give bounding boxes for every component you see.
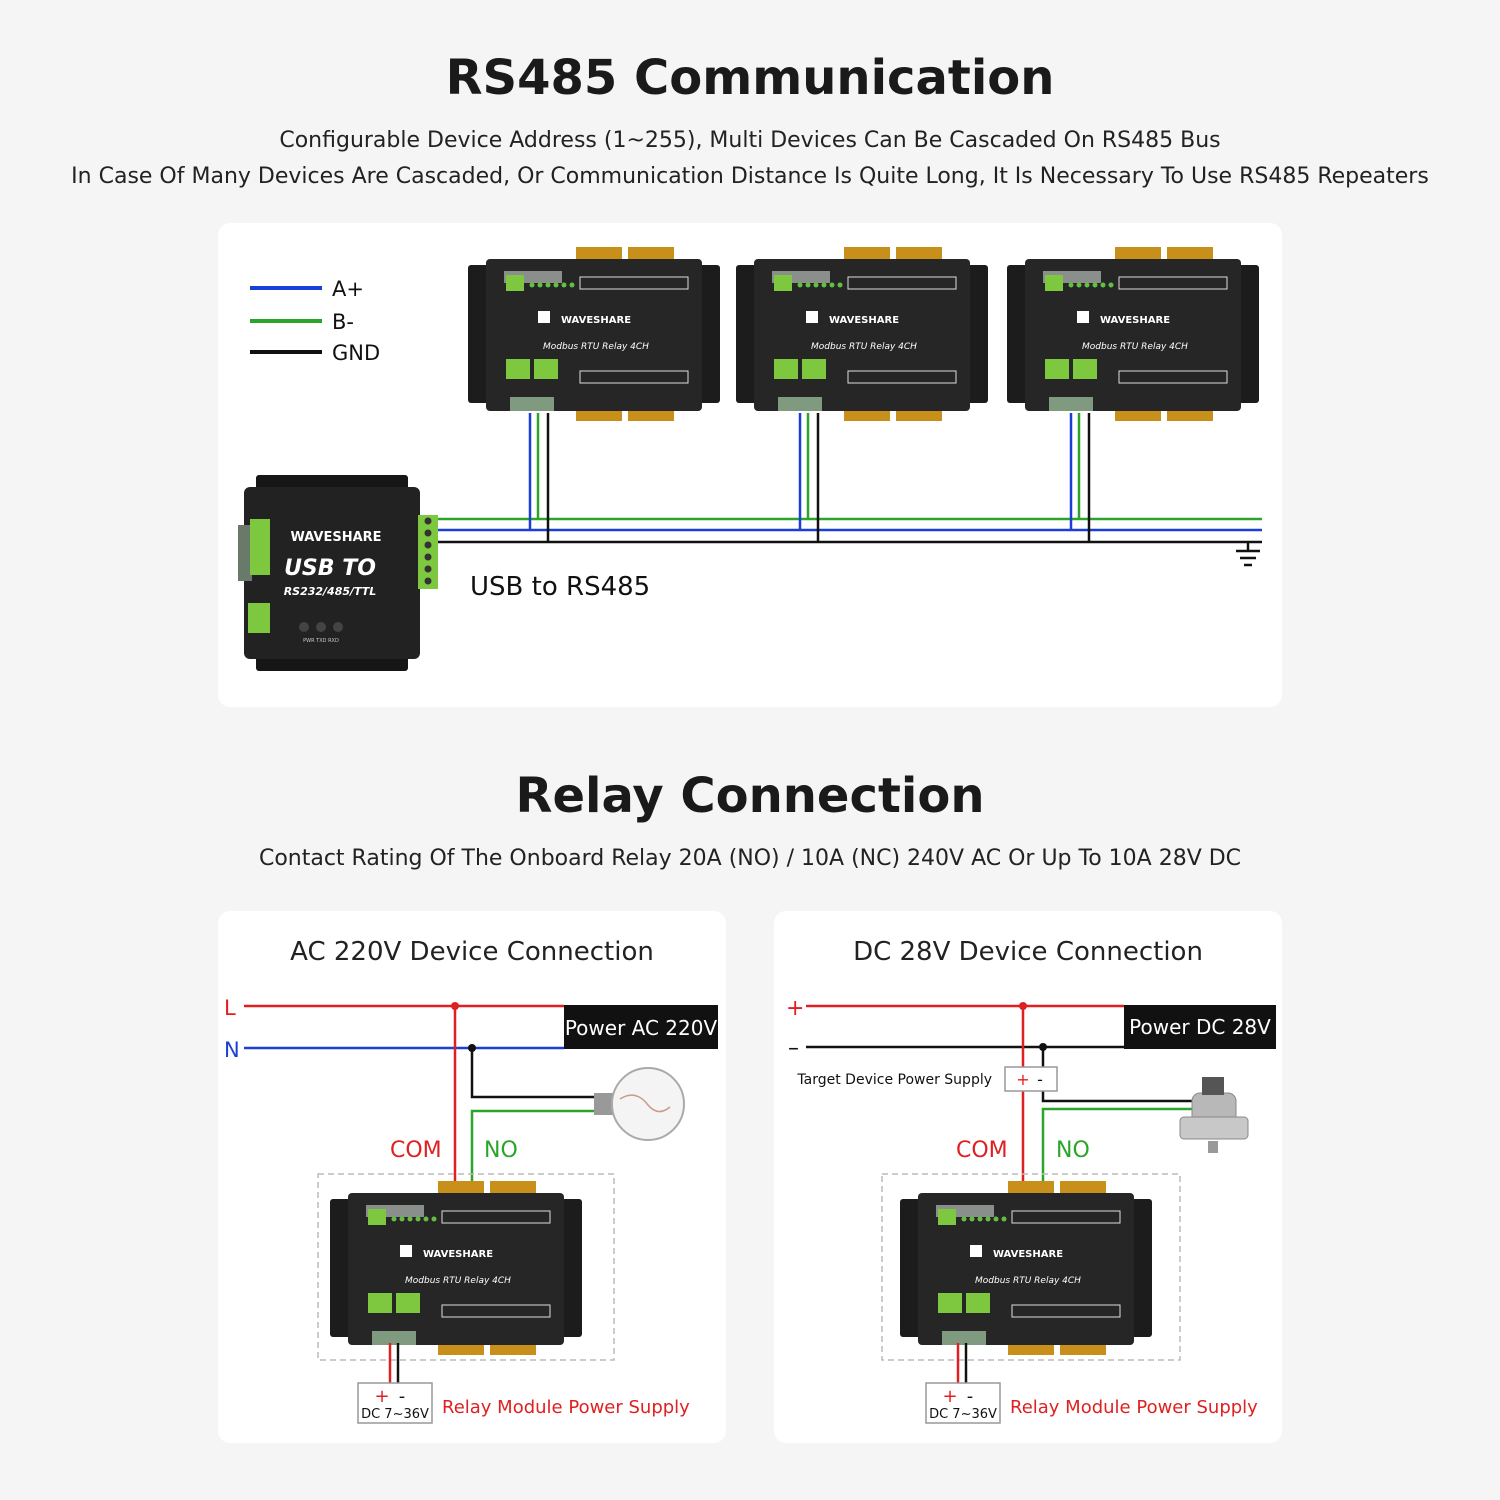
relay-subtitle: Contact Rating Of The Onboard Relay 20A … [258,846,1242,871]
rs485-diagram-panel: A+ B- GND WAVESHA [218,223,1282,707]
no-label: NO [1056,1138,1090,1163]
no-wire [470,1109,596,1183]
target-supply-box [1004,1066,1058,1092]
target-supply-label: Target Device Power Supply [796,1072,992,1088]
relay-module-3: WAVESHARE Modbus RTU Relay 4CH [1006,246,1260,422]
com-label: COM [956,1138,1008,1163]
relay-module-ac: WAVESHARE Modbus RTU Relay 4CH [329,1180,583,1356]
com-label: COM [390,1138,442,1163]
relay-module-dc: WAVESHARE Modbus RTU Relay 4CH [899,1180,1153,1356]
supply-box [925,1382,1001,1424]
rs485-bus [432,413,1262,567]
relay-brand: WAVESHARE [423,1249,493,1260]
relay-brand: WAVESHARE [829,315,899,326]
ac-panel-title: AC 220V Device Connection [290,937,654,967]
power-dc-box [1124,1005,1276,1049]
relay-brand: WAVESHARE [561,315,631,326]
relay-model: Modbus RTU Relay 4CH [811,342,917,352]
relay-title: Relay Connection [515,768,985,824]
legend-label-a: A+ [332,277,364,301]
relay-brand: WAVESHARE [993,1249,1063,1260]
dc-diagram: + – Power DC 28V Target Device Power Sup… [786,996,1276,1424]
power-ac-label: Power AC 220V [565,1016,718,1040]
legend-label-gnd: GND [332,341,380,365]
supply-label: Relay Module Power Supply [1010,1397,1258,1418]
usb-rs485-converter: WAVESHARE USB TO RS232/485/TTL PWR TXD R… [238,475,438,671]
line-l-label: L [224,996,236,1020]
light-bulb-icon [594,1067,685,1141]
supply-minus: - [967,1386,974,1407]
relay-model: Modbus RTU Relay 4CH [543,342,649,352]
relay-module-1: WAVESHARE Modbus RTU Relay 4CH [467,246,721,422]
no-label: NO [484,1138,518,1163]
relay-outline [881,1173,1181,1361]
ac-diagram: L N Power AC 220V COM NO WAVESHARE Modbu… [224,996,718,1424]
converter-model: RS232/485/TTL [284,585,377,598]
legend-label-b: B- [332,310,354,334]
converter-caption: USB to RS485 [470,572,650,602]
rs485-subtitle-2: In Case Of Many Devices Are Cascaded, Or… [71,164,1429,189]
relay-model: Modbus RTU Relay 4CH [1082,342,1188,352]
supply-box [357,1382,433,1424]
relay-outline [317,1173,615,1361]
dc-panel-title: DC 28V Device Connection [853,937,1203,967]
line-n-label: N [224,1038,240,1062]
target-minus: - [1037,1070,1043,1089]
relay-module-2: WAVESHARE Modbus RTU Relay 4CH [735,246,989,422]
supply-minus: - [399,1386,406,1407]
rs485-diagram: A+ B- GND WAVESHA [238,246,1262,671]
rs485-title: RS485 Communication [445,50,1055,106]
supply-plus: + [374,1386,389,1407]
converter-leds: PWR TXD RXD [303,638,339,644]
line-minus-label: – [788,1036,799,1061]
supply-label: Relay Module Power Supply [442,1397,690,1418]
relay-model: Modbus RTU Relay 4CH [405,1276,511,1286]
converter-title: USB TO [284,556,376,581]
converter-brand: WAVESHARE [290,530,381,545]
no-wire [1041,1107,1194,1183]
relay-brand: WAVESHARE [1100,315,1170,326]
rs485-subtitle-1: Configurable Device Address (1~255), Mul… [279,128,1221,153]
ground-icon [1236,542,1260,567]
power-dc-label: Power DC 28V [1129,1015,1271,1039]
supply-plus: + [942,1386,957,1407]
solenoid-valve-icon [1179,1077,1249,1153]
line-plus-label: + [786,996,804,1021]
dc-panel: DC 28V Device Connection + – Power DC 28… [774,911,1282,1443]
target-plus: + [1016,1070,1029,1089]
ac-panel: AC 220V Device Connection L N Power AC 2… [218,911,726,1443]
relay-model: Modbus RTU Relay 4CH [975,1276,1081,1286]
power-ac-box [564,1005,718,1049]
supply-voltage: DC 7~36V [929,1407,997,1422]
supply-voltage: DC 7~36V [361,1407,429,1422]
wire-legend: A+ B- GND [250,277,380,365]
